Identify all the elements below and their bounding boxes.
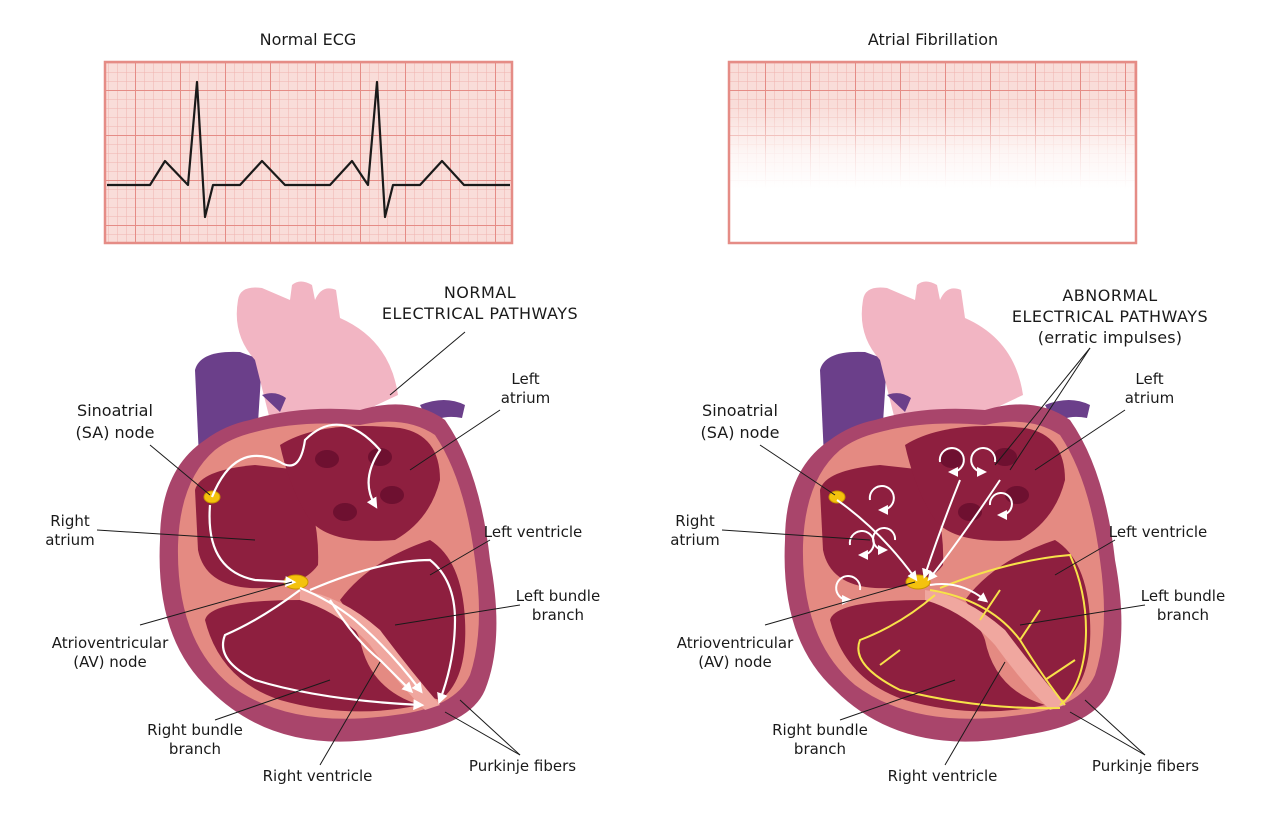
normal-ecg-strip: [103, 60, 514, 245]
normal-pathway-title-line2: ELECTRICAL PATHWAYS: [381, 304, 579, 323]
right-rbb-line1: Right bundle: [772, 721, 868, 739]
left-ventricle-chamber: [340, 540, 466, 700]
afib-ecg-strip: [727, 60, 1138, 245]
right-rbb-line2: branch: [793, 740, 847, 758]
left-av-line1: Atrioventricular: [51, 634, 169, 652]
right-sa-line2: (SA) node: [700, 423, 780, 442]
right-right-ventricle-label: Right ventricle: [887, 767, 998, 785]
left-rbb-line1: Right bundle: [147, 721, 243, 739]
left-lbb-line2: branch: [531, 606, 585, 624]
right-rbb-label: Right bundle branch: [765, 721, 875, 759]
abnormal-pathway-title: ABNORMAL ELECTRICAL PATHWAYS (erratic im…: [990, 285, 1230, 348]
left-purkinje-label: Purkinje fibers: [468, 757, 577, 775]
af-purkinje-network: [857, 553, 1087, 710]
left-ra-line1: Right: [50, 512, 90, 530]
abnormal-pathway-title-line1: ABNORMAL: [1062, 286, 1158, 305]
normal-pathway-title: NORMAL ELECTRICAL PATHWAYS: [360, 282, 600, 324]
normal-pathways: [208, 423, 457, 711]
septum: [300, 590, 440, 710]
left-left-atrium-label: Left atrium: [498, 370, 553, 408]
normal-ecg-title: Normal ECG: [259, 30, 357, 49]
left-la-line2: atrium: [500, 389, 551, 407]
afib-ecg-title: Atrial Fibrillation: [867, 30, 999, 49]
normal-pathway-title-line1: NORMAL: [443, 283, 517, 302]
left-right-atrium-label: Right atrium: [40, 512, 100, 550]
right-lbb-line1: Left bundle: [1140, 587, 1226, 605]
left-rbb-label: Right bundle branch: [140, 721, 250, 759]
right-ra-line2: atrium: [670, 531, 720, 549]
left-lbb-label: Left bundle branch: [508, 587, 608, 625]
af-erratic-impulses: [835, 447, 1013, 605]
left-ra-line2: atrium: [45, 531, 95, 549]
abnormal-pathway-title-line2: ELECTRICAL PATHWAYS: [1011, 307, 1209, 326]
left-sa-line1: Sinoatrial: [77, 401, 153, 420]
left-av-line2: (AV) node: [73, 653, 147, 671]
right-sa-node-label: Sinoatrial (SA) node: [685, 400, 795, 444]
right-sa-line1: Sinoatrial: [702, 401, 778, 420]
right-av-node-label: Atrioventricular (AV) node: [670, 634, 800, 672]
leader-lines: [96, 331, 1146, 766]
left-left-ventricle-label: Left ventricle: [483, 523, 583, 541]
normal-ecg-trace: [107, 80, 510, 219]
right-lbb-label: Left bundle branch: [1133, 587, 1233, 625]
left-rbb-line2: branch: [168, 740, 222, 758]
left-la-line1: Left: [511, 370, 540, 388]
right-atrium-chamber: [195, 465, 319, 589]
right-av-line2: (AV) node: [698, 653, 772, 671]
right-la-line2: atrium: [1124, 389, 1175, 407]
af-av-node: [905, 574, 931, 590]
aorta: [236, 281, 398, 420]
af-heart: [784, 281, 1122, 742]
right-lbb-line2: branch: [1156, 606, 1210, 624]
right-purkinje-label: Purkinje fibers: [1091, 757, 1200, 775]
right-av-line1: Atrioventricular: [676, 634, 794, 652]
left-av-node-label: Atrioventricular (AV) node: [45, 634, 175, 672]
left-right-ventricle-label: Right ventricle: [262, 767, 373, 785]
right-right-atrium-label: Right atrium: [665, 512, 725, 550]
right-la-line1: Left: [1135, 370, 1164, 388]
left-lbb-line1: Left bundle: [515, 587, 601, 605]
right-ventricle-chamber: [205, 600, 420, 712]
right-left-ventricle-label: Left ventricle: [1108, 523, 1208, 541]
left-sa-line2: (SA) node: [75, 423, 155, 442]
right-ra-line1: Right: [675, 512, 715, 530]
right-left-atrium-label: Left atrium: [1122, 370, 1177, 408]
left-sa-node-label: Sinoatrial (SA) node: [60, 400, 170, 444]
abnormal-pathway-title-line3: (erratic impulses): [1037, 328, 1183, 347]
normal-heart: [159, 281, 497, 742]
